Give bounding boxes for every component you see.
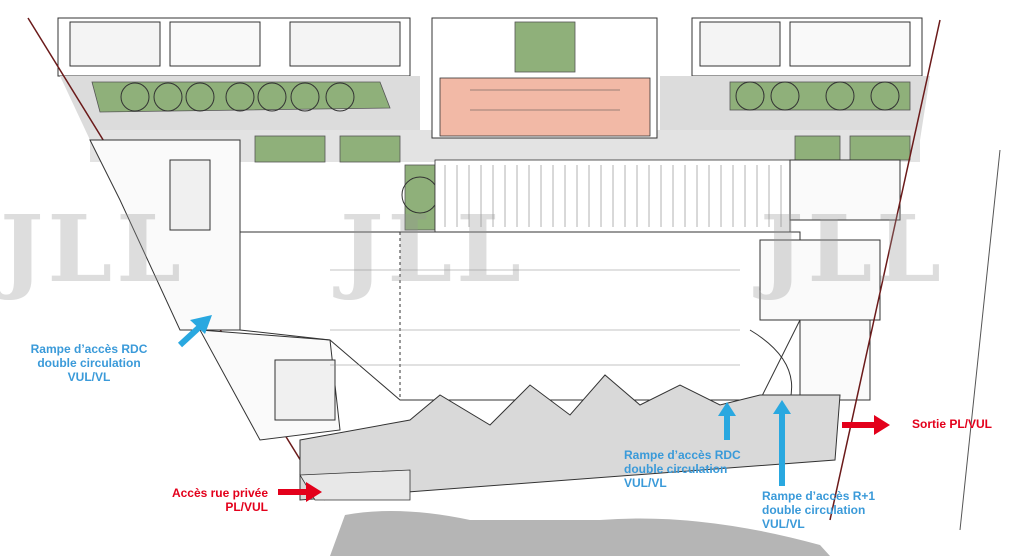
label-line: VUL/VL bbox=[67, 370, 111, 384]
bottom-ground bbox=[330, 511, 830, 556]
label-exit-pl-vul: Sortie PL/VUL bbox=[912, 417, 1022, 431]
label-ramp-r1: Rampe d’accès R+1 double circulation VUL… bbox=[762, 489, 912, 531]
label-line: VUL/VL bbox=[624, 476, 667, 490]
central-courtyard-building bbox=[431, 17, 658, 139]
parking-bay-lines bbox=[444, 165, 782, 227]
right-building-wing bbox=[749, 159, 901, 401]
label-ramp-rdc-center: Rampe d’accès RDC double circulation VUL… bbox=[624, 448, 774, 490]
label-line: PL/VUL bbox=[225, 500, 268, 514]
green-strips bbox=[91, 81, 911, 231]
label-line: Rampe d’accès RDC bbox=[624, 448, 741, 462]
label-line: Accès rue privée bbox=[171, 486, 268, 500]
parking-grid-top bbox=[434, 159, 791, 233]
arrow-blue-up-icon bbox=[718, 402, 736, 440]
label-line: Rampe d’accès RDC bbox=[30, 342, 148, 356]
label-line: Sortie PL/VUL bbox=[912, 417, 993, 431]
right-road-edge bbox=[959, 149, 1001, 531]
arrow-red-right-icon bbox=[842, 415, 890, 435]
ramp-strip bbox=[299, 374, 841, 501]
arrow-red-right-icon bbox=[278, 482, 322, 502]
arrow-blue-up-icon bbox=[773, 400, 791, 486]
right-boundary-line bbox=[829, 19, 941, 521]
private-road-strip bbox=[299, 469, 411, 501]
label-line: double circulation bbox=[37, 356, 141, 370]
label-line: double circulation bbox=[762, 503, 866, 517]
label-line: Rampe d’accès R+1 bbox=[762, 489, 876, 503]
label-access-private-road: Accès rue privée PL/VUL bbox=[118, 486, 268, 514]
label-line: VUL/VL bbox=[762, 517, 805, 531]
label-ramp-rdc-left: Rampe d’accès RDC double circulation VUL… bbox=[14, 342, 164, 384]
left-building-wing bbox=[27, 17, 341, 501]
label-line: double circulation bbox=[624, 462, 728, 476]
top-buildings bbox=[57, 17, 923, 77]
arrow-blue-diagonal-icon bbox=[177, 315, 212, 348]
